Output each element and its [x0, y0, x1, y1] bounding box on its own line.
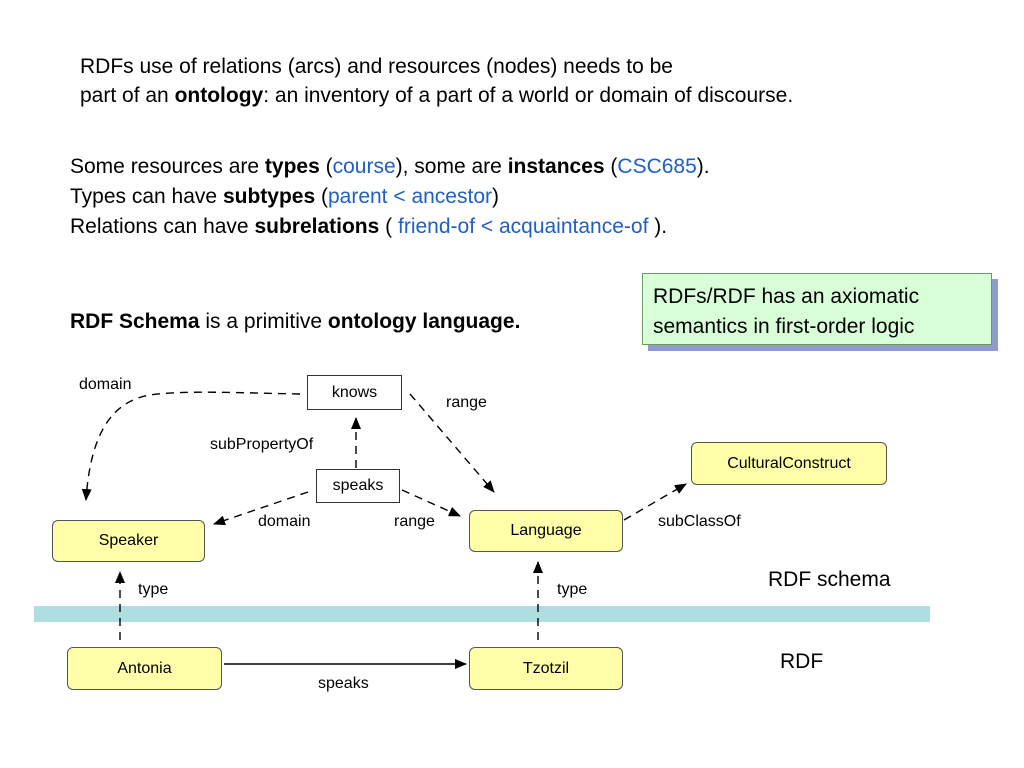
speaks-instance-label: speaks: [318, 675, 369, 692]
knows-domain-label: domain: [79, 376, 132, 393]
rdf-layer-label: RDF: [780, 650, 824, 673]
ontology-language-term: ontology language.: [327, 310, 521, 333]
subrelations-line: Relations can have subrelations ( friend…: [70, 212, 710, 242]
rdf-schema-layer-label: RDF schema: [768, 568, 891, 591]
subclassof-label: subClassOf: [658, 513, 741, 530]
antonia-type-label: type: [138, 581, 169, 598]
text-span: (: [315, 185, 328, 208]
course-example: course: [332, 155, 396, 178]
knows-node: knows: [307, 375, 402, 410]
speaks-domain-edge: [213, 491, 309, 526]
text-span: (: [319, 155, 333, 178]
callout-line-2: semantics in first-order logic: [653, 315, 915, 338]
intro-text-span: : an inventory of a part of a world or d…: [263, 84, 794, 107]
subrelations-term: subrelations: [254, 215, 380, 238]
text-span: Some resources are: [70, 155, 265, 178]
text-span: ): [492, 185, 499, 208]
subtypes-line: Types can have subtypes (parent < ancest…: [70, 182, 710, 212]
schema-statement: RDF Schema is a primitive ontology langu…: [70, 307, 520, 337]
subtypes-term: subtypes: [222, 185, 316, 208]
callout-line-1: RDFs/RDF has an axiomatic: [653, 285, 920, 308]
rdf-schema-term: RDF Schema: [70, 310, 200, 333]
text-span: Relations can have: [70, 215, 255, 238]
text-span: ), some are: [395, 155, 508, 178]
subrelation-example: friend-of < acquaintance-of: [398, 215, 649, 238]
speaks-range-edge: [401, 489, 461, 517]
knows-range-edge: [409, 393, 495, 493]
concepts-text: Some resources are types (course), some …: [70, 152, 710, 242]
intro-text-span: part of an: [80, 84, 175, 107]
tzotzil-node: Tzotzil: [469, 647, 623, 690]
instances-term: instances: [507, 155, 605, 178]
subtype-example: parent < ancestor: [327, 185, 492, 208]
culturalconstruct-node: CulturalConstruct: [691, 442, 887, 485]
speaks-domain-label: domain: [258, 513, 311, 530]
layer-divider: [34, 606, 930, 622]
text-span: Types can have: [70, 185, 223, 208]
intro-text: RDFs use of relations (arcs) and resourc…: [80, 52, 793, 110]
intro-line-2: part of an ontology: an inventory of a p…: [80, 81, 793, 110]
text-span: ).: [648, 215, 668, 238]
language-node: Language: [469, 510, 623, 552]
subpropertyof-label: subPropertyOf: [210, 436, 314, 453]
text-span: (: [379, 215, 398, 238]
speaks-range-label: range: [394, 513, 435, 530]
csc685-example: CSC685: [617, 155, 697, 178]
ontology-term: ontology: [174, 84, 264, 107]
types-term: types: [264, 155, 320, 178]
knows-range-label: range: [446, 394, 487, 411]
text-span: is a primitive: [199, 310, 328, 333]
tzotzil-type-label: type: [557, 581, 588, 598]
axiomatic-callout: RDFs/RDF has an axiomatic semantics in f…: [642, 273, 992, 345]
speaker-node: Speaker: [52, 520, 205, 562]
speaks-node: speaks: [316, 469, 400, 503]
intro-line-1: RDFs use of relations (arcs) and resourc…: [80, 55, 673, 78]
types-line: Some resources are types (course), some …: [70, 152, 710, 182]
subclassof-edge: [623, 483, 687, 521]
text-span: ).: [696, 155, 710, 178]
antonia-node: Antonia: [67, 647, 222, 690]
text-span: (: [604, 155, 618, 178]
